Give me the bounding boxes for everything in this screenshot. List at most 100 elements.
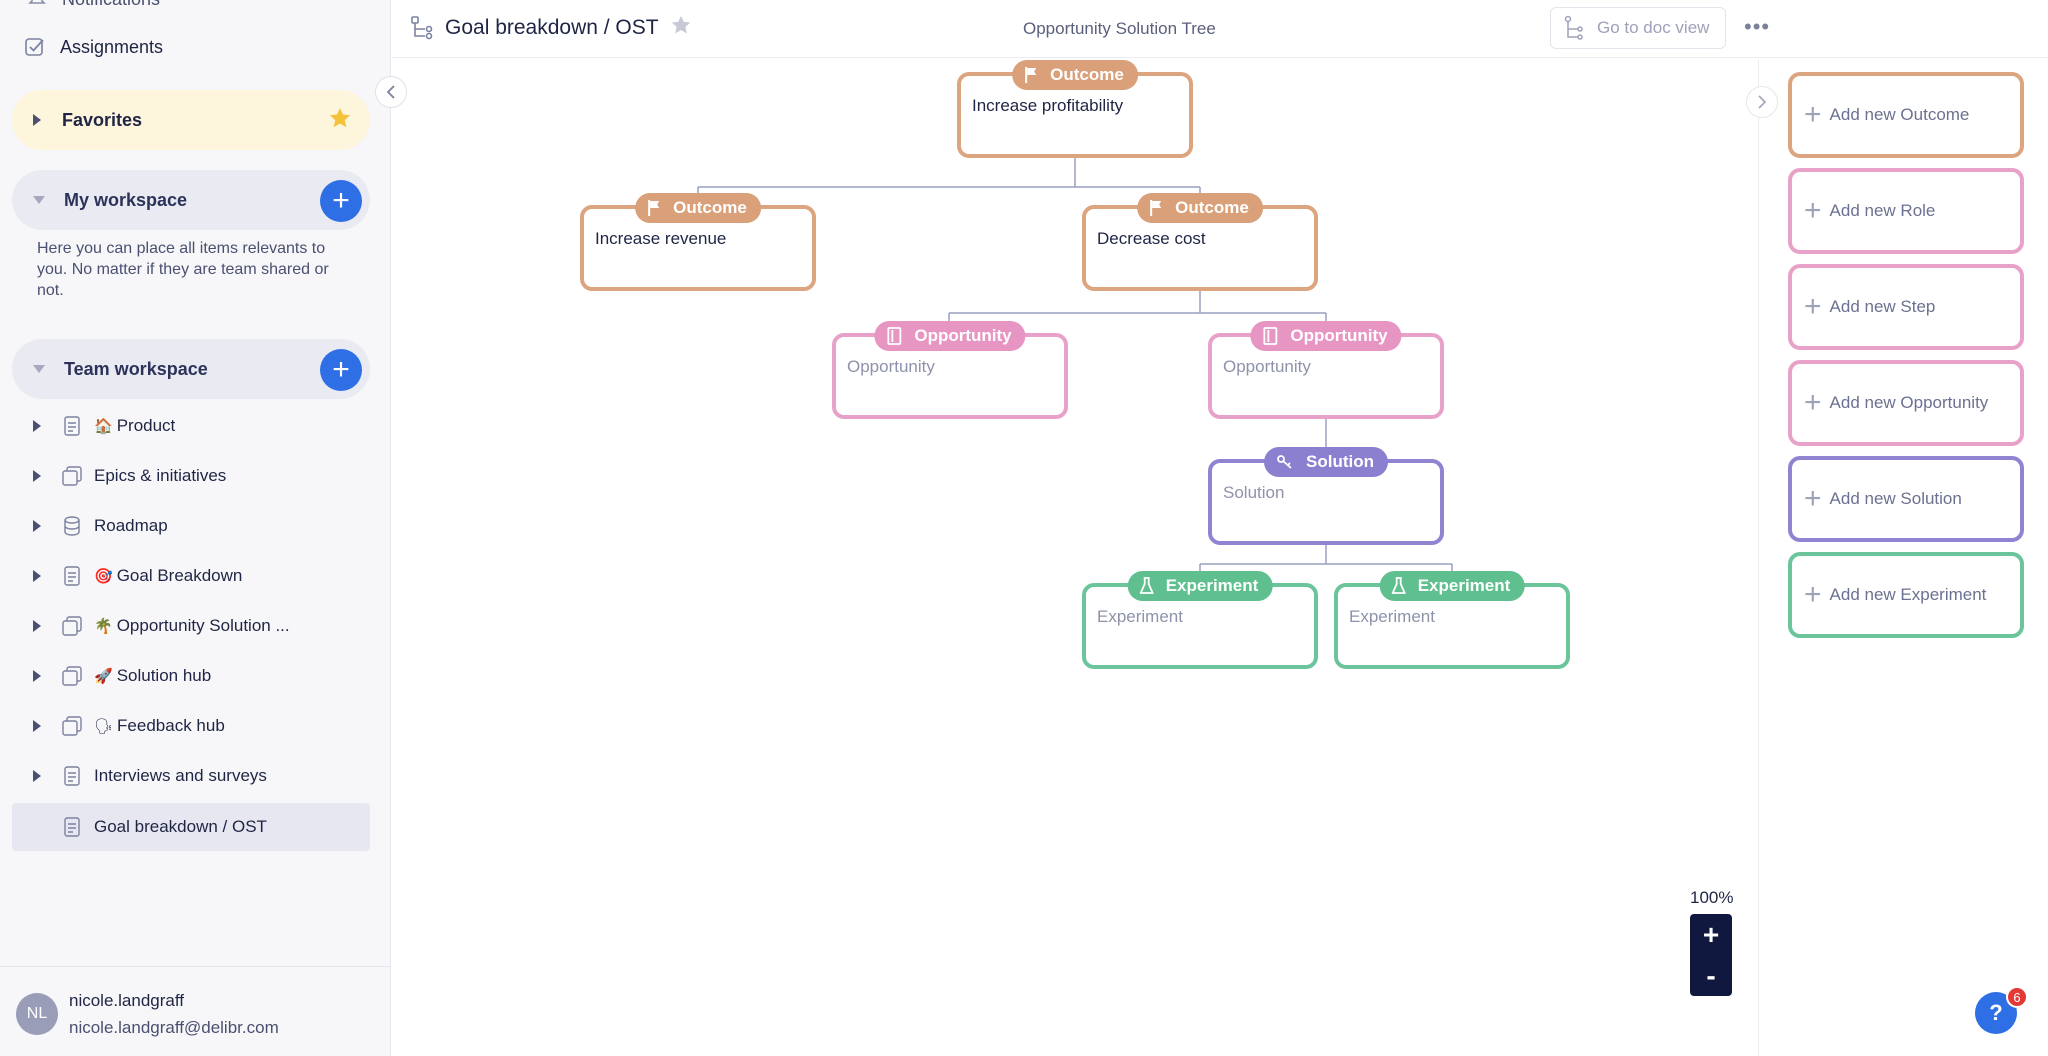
bell-icon bbox=[26, 0, 48, 10]
palette-item-label: Add new Solution bbox=[1829, 489, 1962, 508]
rocket-emoji-icon: 🚀 bbox=[94, 668, 113, 685]
doc-tree-icon bbox=[1564, 15, 1583, 40]
target-emoji-icon: 🎯 bbox=[94, 568, 113, 585]
caret-right-icon[interactable] bbox=[32, 669, 44, 683]
tag-label: Outcome bbox=[673, 198, 747, 217]
my-workspace-description: Here you can place all items relevants t… bbox=[37, 240, 329, 299]
sidebar-item-label: Opportunity Solution ... bbox=[116, 616, 290, 635]
node-text[interactable]: Decrease cost bbox=[1097, 229, 1206, 248]
my-workspace-label: My workspace bbox=[64, 189, 188, 210]
plus-icon: + bbox=[1804, 194, 1822, 227]
sidebar-item-label: Solution hub bbox=[116, 666, 212, 685]
view-type-label: Opportunity Solution Tree bbox=[1023, 19, 1216, 38]
caret-right-icon[interactable] bbox=[32, 719, 44, 733]
caret-right-icon[interactable] bbox=[32, 619, 44, 633]
collapse-palette-button[interactable] bbox=[1746, 86, 1778, 118]
sidebar-item-product[interactable]: 🏠 Product bbox=[12, 402, 370, 450]
go-to-doc-view-label: Go to doc view bbox=[1597, 18, 1710, 37]
sidebar-item-epics-initiatives[interactable]: Epics & initiatives bbox=[12, 452, 370, 500]
sidebar-item-label: Interviews and surveys bbox=[94, 766, 267, 785]
caret-right-icon[interactable] bbox=[32, 569, 44, 583]
team-workspace-label: Team workspace bbox=[64, 358, 208, 379]
user-profile[interactable]: NL nicole.landgraff nicole.landgraff@del… bbox=[0, 966, 391, 1056]
my-workspace-header[interactable]: My workspace + bbox=[12, 170, 370, 230]
favorites-label: Favorites bbox=[62, 109, 143, 130]
add-experiment-button[interactable]: + Add new Experiment bbox=[1788, 552, 2024, 638]
node-text[interactable]: Solution bbox=[1223, 483, 1285, 502]
sidebar-item-feedback-hub[interactable]: 🗣 Feedback hub bbox=[12, 702, 370, 750]
add-opportunity-button[interactable]: + Add new Opportunity bbox=[1788, 360, 2024, 446]
plus-icon: + bbox=[1804, 578, 1822, 611]
caret-right-icon[interactable] bbox=[32, 469, 44, 483]
experiment-node-right[interactable]: Experiment Experiment bbox=[1334, 571, 1570, 669]
sidebar-item-solution-hub[interactable]: 🚀 Solution hub bbox=[12, 652, 370, 700]
sidebar-item-label: Epics & initiatives bbox=[94, 466, 227, 485]
board-icon bbox=[62, 466, 82, 486]
sidebar-item-opportunity-solution[interactable]: 🌴 Opportunity Solution ... bbox=[12, 602, 370, 650]
document-icon bbox=[62, 817, 82, 837]
zoom-out-button[interactable]: - bbox=[1706, 959, 1716, 991]
top-bar: Goal breakdown / OST Opportunity Solutio… bbox=[392, 0, 2048, 58]
sidebar-item-roadmap[interactable]: Roadmap bbox=[12, 502, 370, 550]
flag-icon bbox=[1025, 67, 1037, 83]
add-role-button[interactable]: + Add new Role bbox=[1788, 168, 2024, 254]
solution-node[interactable]: Solution Solution bbox=[1208, 447, 1444, 545]
experiment-node-left[interactable]: Experiment Experiment bbox=[1082, 571, 1318, 669]
house-emoji-icon: 🏠 bbox=[94, 418, 113, 435]
collapse-sidebar-button[interactable] bbox=[375, 76, 407, 108]
plus-icon: + bbox=[1804, 290, 1822, 323]
add-outcome-button[interactable]: + Add new Outcome bbox=[1788, 72, 2024, 158]
avatar[interactable]: NL bbox=[16, 993, 58, 1035]
tag-label: Opportunity bbox=[914, 326, 1012, 345]
sidebar-item-label: Goal Breakdown bbox=[116, 566, 243, 585]
outcome-node-root[interactable]: Outcome Increase profitability bbox=[957, 60, 1193, 158]
flask-icon bbox=[1391, 577, 1406, 594]
opportunity-node-left[interactable]: Opportunity Opportunity bbox=[832, 321, 1068, 419]
tag-label: Outcome bbox=[1175, 198, 1249, 217]
caret-right-icon[interactable] bbox=[32, 769, 44, 783]
database-icon bbox=[62, 516, 82, 536]
node-text[interactable]: Opportunity bbox=[1223, 357, 1311, 376]
sidebar-item-assignments[interactable]: Assignments bbox=[12, 36, 370, 58]
add-to-my-workspace-button[interactable]: + bbox=[320, 180, 362, 222]
sidebar-item-interviews-surveys[interactable]: Interviews and surveys bbox=[12, 752, 370, 800]
sidebar-item-notifications[interactable]: Notifications bbox=[12, 0, 370, 10]
caret-right-icon[interactable] bbox=[32, 519, 44, 533]
plus-icon: + bbox=[1804, 386, 1822, 419]
caret-right-icon[interactable] bbox=[32, 419, 44, 433]
node-text[interactable]: Experiment bbox=[1349, 607, 1435, 626]
flag-icon bbox=[1150, 200, 1162, 216]
door-icon bbox=[887, 327, 902, 345]
sidebar-item-goal-breakdown-ost[interactable]: Goal breakdown / OST bbox=[12, 803, 370, 851]
node-text[interactable]: Opportunity bbox=[847, 357, 935, 376]
tree-canvas[interactable]: Outcome Increase profitability Outcome I… bbox=[392, 59, 1758, 1056]
go-to-doc-view-button[interactable]: Go to doc view bbox=[1550, 7, 1726, 49]
favorite-star-icon[interactable] bbox=[670, 14, 692, 42]
tree-connectors bbox=[697, 157, 1453, 579]
tag-label: Experiment bbox=[1417, 576, 1511, 595]
board-icon bbox=[62, 616, 82, 636]
palette-item-label: Add new Role bbox=[1829, 201, 1936, 220]
zoom-in-button[interactable]: + bbox=[1702, 918, 1720, 950]
outcome-tag: Outcome bbox=[1137, 193, 1263, 223]
sidebar: Notifications Assignments Favorites My w… bbox=[0, 0, 391, 1056]
add-to-team-workspace-button[interactable]: + bbox=[320, 349, 362, 391]
sidebar-item-goal-breakdown[interactable]: 🎯 Goal Breakdown bbox=[12, 552, 370, 600]
zoom-level: 100% bbox=[1690, 888, 1734, 907]
caret-right-icon bbox=[32, 113, 42, 127]
node-text[interactable]: Experiment bbox=[1097, 607, 1183, 626]
node-text[interactable]: Increase profitability bbox=[972, 96, 1124, 115]
more-options-icon[interactable]: ••• bbox=[1744, 14, 1771, 39]
outcome-node-decrease-cost[interactable]: Outcome Decrease cost bbox=[1082, 193, 1318, 291]
chevron-left-icon bbox=[386, 85, 395, 99]
add-step-button[interactable]: + Add new Step bbox=[1788, 264, 2024, 350]
opportunity-node-right[interactable]: Opportunity Opportunity bbox=[1208, 321, 1444, 419]
add-solution-button[interactable]: + Add new Solution bbox=[1788, 456, 2024, 542]
star-icon bbox=[328, 106, 352, 130]
node-text[interactable]: Increase revenue bbox=[595, 229, 727, 248]
team-workspace-header[interactable]: Team workspace + bbox=[12, 339, 370, 399]
experiment-tag: Experiment bbox=[1127, 571, 1273, 601]
outcome-node-increase-revenue[interactable]: Outcome Increase revenue bbox=[580, 193, 816, 291]
user-email: nicole.landgraff@delibr.com bbox=[69, 1018, 279, 1037]
favorites-section[interactable]: Favorites bbox=[12, 90, 370, 150]
